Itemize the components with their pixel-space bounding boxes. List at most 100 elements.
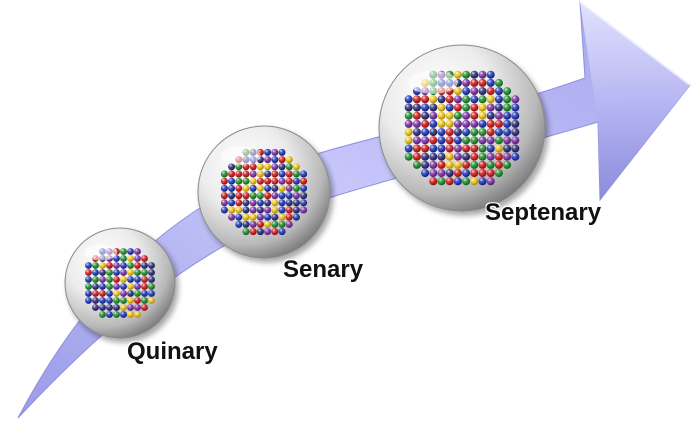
atom-shine (511, 128, 520, 137)
atom-shine (141, 283, 148, 290)
atom-shine (470, 70, 479, 79)
atom-shine (511, 144, 520, 153)
atom-shine (148, 269, 155, 276)
atom-shine (249, 192, 257, 200)
atom-shine (462, 177, 471, 186)
arrow-head-edge (579, 1, 691, 86)
atom-shine (127, 269, 134, 276)
atom-shine (412, 95, 421, 104)
atom-shine (292, 192, 300, 200)
atom-shine (445, 144, 454, 153)
atom-shine (113, 283, 120, 290)
atom-shine (494, 95, 503, 104)
atom-shine (486, 144, 495, 153)
atom-shine (148, 262, 155, 269)
atom-shine (278, 192, 286, 200)
atom-shine (486, 160, 495, 169)
atom-shine (278, 148, 286, 156)
atom-shine (134, 248, 141, 255)
atom-shine (462, 169, 471, 178)
atom-shine (271, 170, 279, 178)
atom-shine (445, 177, 454, 186)
atom-shine (228, 177, 236, 185)
atom-shine (437, 144, 446, 153)
atom-shine (271, 228, 279, 236)
atom-shine (271, 199, 279, 207)
atom-shine (470, 152, 479, 161)
atom-shine (478, 160, 487, 169)
atom-shine (412, 152, 421, 161)
atom-shine (300, 206, 308, 214)
atom-shine (148, 290, 155, 297)
atom-shine (437, 111, 446, 120)
atom-shine (113, 290, 120, 297)
atom-shine (478, 169, 487, 178)
atom-shine (470, 111, 479, 120)
atom-shine (300, 184, 308, 192)
atom-shine (478, 70, 487, 79)
sphere-septenary (378, 44, 546, 212)
atom-shine (220, 184, 228, 192)
atom-shine (437, 128, 446, 137)
atom-shine (429, 95, 438, 104)
atom-shine (264, 206, 272, 214)
atom-shine (445, 128, 454, 137)
atom-shine (99, 262, 106, 269)
atom-shine (264, 156, 272, 164)
atom-shine (300, 199, 308, 207)
atom-shine (220, 206, 228, 214)
atom-shine (412, 111, 421, 120)
atom-shine (228, 192, 236, 200)
atom-shine (429, 144, 438, 153)
atom-shine (478, 103, 487, 112)
atom-shine (148, 276, 155, 283)
atom-shine (242, 220, 250, 228)
atom-shine (445, 152, 454, 161)
atom-shine (106, 283, 113, 290)
atom-shine (228, 213, 236, 221)
atom-shine (494, 169, 503, 178)
atom-shine (437, 136, 446, 145)
atom-shine (462, 103, 471, 112)
atom-shine (228, 184, 236, 192)
atom-shine (462, 111, 471, 120)
atom-shine (412, 144, 421, 153)
atom-shine (437, 160, 446, 169)
atom-shine (249, 177, 257, 185)
atom-shine (106, 276, 113, 283)
atom-shine (486, 177, 495, 186)
atom-shine (404, 128, 413, 137)
atom-shine (404, 144, 413, 153)
atom-shine (256, 213, 264, 221)
atom-shine (285, 192, 293, 200)
atom-shine (242, 199, 250, 207)
atom-shine (470, 95, 479, 104)
atom-shine (404, 119, 413, 128)
atom-shine (106, 304, 113, 311)
atom-shine (292, 213, 300, 221)
sphere-quinary (64, 227, 176, 339)
atom-shine (264, 170, 272, 178)
atom-shine (99, 311, 106, 318)
atom-shine (113, 276, 120, 283)
atom-shine (445, 119, 454, 128)
atom-shine (85, 283, 92, 290)
atom-shine (285, 213, 293, 221)
atom-shine (453, 70, 462, 79)
atom-shine (106, 311, 113, 318)
atom-shine (134, 290, 141, 297)
atom-shine (106, 269, 113, 276)
atom-shine (271, 213, 279, 221)
atom-shine (453, 95, 462, 104)
atom-shine (462, 87, 471, 96)
atom-shine (127, 276, 134, 283)
atom-shine (421, 169, 430, 178)
atom-shine (511, 136, 520, 145)
atom-shine (470, 144, 479, 153)
atom-shine (249, 199, 257, 207)
atom-shine (106, 297, 113, 304)
atom-shine (429, 136, 438, 145)
atom-shine (85, 297, 92, 304)
atom-shine (249, 206, 257, 214)
atom-shine (511, 152, 520, 161)
